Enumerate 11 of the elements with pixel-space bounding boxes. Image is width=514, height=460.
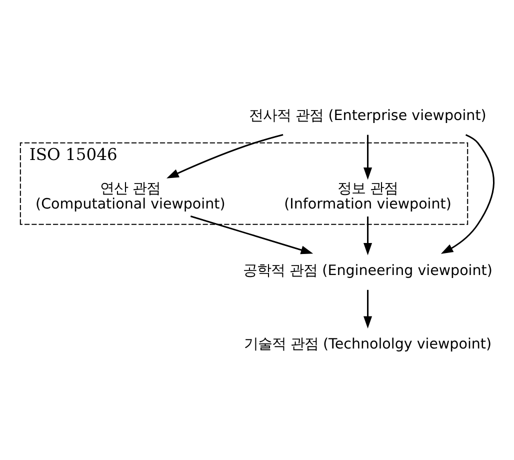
arrow xyxy=(190,215,314,254)
node-text: 연산 관점 (Computational viewpoint) xyxy=(36,180,226,212)
node-text: 정보 관점 (Information viewpoint) xyxy=(284,180,452,212)
arrow xyxy=(364,134,372,180)
node-text: 전사적 관점 (Enterprise viewpoint) xyxy=(249,108,486,124)
node-text: 기술적 관점 (Technololgy viewpoint) xyxy=(244,336,492,352)
arrow xyxy=(364,289,372,328)
arrow xyxy=(440,134,495,254)
arrow xyxy=(166,134,284,178)
arrow xyxy=(364,216,372,255)
node-text: 공학적 관점 (Engineering viewpoint) xyxy=(243,262,492,279)
